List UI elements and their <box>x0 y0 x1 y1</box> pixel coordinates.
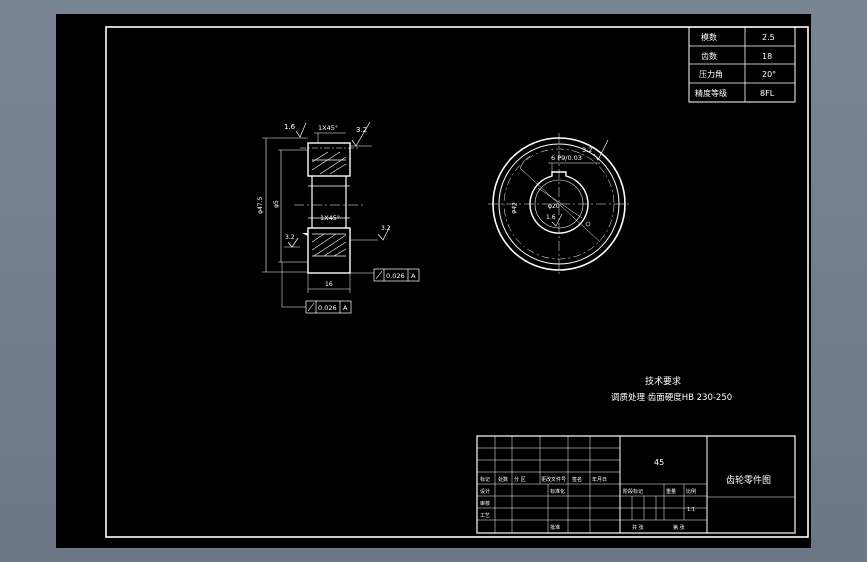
tb-cell-sheet-no: 第 张 <box>673 524 685 531</box>
roughness-top-right: 3.2 <box>356 126 367 134</box>
param-value-accuracy: 8FL <box>760 89 775 98</box>
tb-cell-process: 工艺 <box>480 513 490 519</box>
chamfer-top-label: 1X45° <box>318 124 338 132</box>
model-space-background <box>56 14 811 548</box>
title-block-drawing-name: 齿轮零件图 <box>726 474 771 486</box>
param-label-teeth: 齿数 <box>701 51 717 61</box>
front-roughness-inner: 1.6 <box>546 214 556 221</box>
runout-datum-2: A <box>343 304 348 312</box>
param-value-pressure-angle: 20° <box>762 70 776 79</box>
roughness-top-left: 1.6 <box>284 123 296 131</box>
tb-cell-approve: 批准 <box>550 524 560 531</box>
chamfer-mid-label: 1X45° <box>320 214 340 222</box>
title-block: 45 齿轮零件图 标记 处数 分 区 更改文件号 签名 年月日 设计 标准化 阶… <box>476 435 796 534</box>
tech-requirements-title: 技术要求 <box>645 375 681 387</box>
runout-datum-1: A <box>411 272 416 280</box>
tb-cell-standard: 标准化 <box>550 488 565 495</box>
tb-cell-stage-mark: 阶段标记 <box>623 488 643 495</box>
gear-section-view: φ47.5 φ5 16 1X45° 1X45° 1.6 3.2 3.2 3.2 <box>257 121 420 314</box>
title-block-material: 45 <box>654 458 664 467</box>
param-label-accuracy: 精度等级 <box>695 88 727 98</box>
dim-inner-diameter: φ5 <box>273 200 280 208</box>
param-value-teeth: 18 <box>762 52 772 61</box>
tb-cell-mark: 标记 <box>480 476 490 483</box>
tb-cell-scale: 比例 <box>686 488 696 495</box>
tb-cell-count: 处数 <box>498 476 508 483</box>
dim-face-width: 16 <box>325 281 333 288</box>
tb-cell-change-doc: 更改文件号 <box>541 476 566 483</box>
param-label-pressure-angle: 压力角 <box>699 69 723 79</box>
dim-outer-diameter: φ47.5 <box>257 197 264 215</box>
tech-requirements-line: 调质处理 齿面硬度HB 230-250 <box>611 392 732 403</box>
tb-cell-sign: 签名 <box>572 476 582 483</box>
roughness-left: 3.2 <box>285 234 295 241</box>
tb-cell-date: 年月日 <box>592 476 607 483</box>
tb-cell-scale-value: 1:1 <box>687 507 695 513</box>
tb-cell-weight: 重量 <box>666 488 676 495</box>
param-value-module: 2.5 <box>762 33 775 42</box>
front-roughness-top: 3.2 <box>582 146 592 154</box>
runout-tolerance-2: 0.026 <box>318 304 337 312</box>
keyway-label: 6 P9/0.03 <box>551 154 582 162</box>
drawing-frame <box>105 26 809 538</box>
front-dim-diameter: φ42 <box>510 202 519 215</box>
front-dim-bore: φ20 <box>548 203 560 210</box>
tb-cell-total-sheets: 共 张 <box>632 524 644 531</box>
tb-cell-design: 设计 <box>480 488 490 495</box>
tb-cell-zone: 分 区 <box>514 476 526 483</box>
gear-parameter-table: 模数 2.5 齿数 18 压力角 20° 精度等级 8FL <box>688 26 796 103</box>
runout-tolerance-1: 0.026 <box>386 272 405 280</box>
roughness-right: 3.2 <box>381 225 391 232</box>
gear-front-view: φ42 φ20 6 P9/0.03 1.6 3.2 <box>488 133 630 275</box>
tb-cell-review: 审核 <box>480 500 490 507</box>
param-label-module: 模数 <box>701 32 717 42</box>
